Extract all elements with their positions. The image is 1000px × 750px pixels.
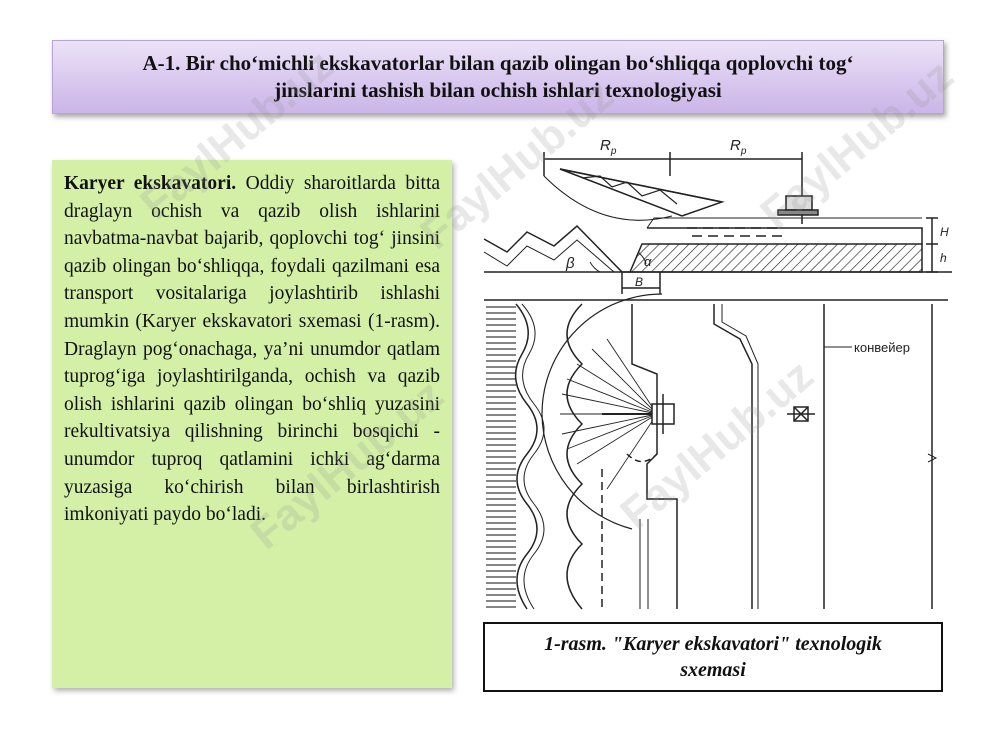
caption-line-2: sxemasi (680, 659, 746, 681)
label-h: h (940, 251, 947, 265)
label-conveyor: конвейер (854, 340, 910, 355)
title-line-2: jinslarini tashish bilan ochish ishlari … (274, 78, 722, 102)
label-alpha: α (644, 254, 652, 269)
excavator-scheme-figure: Rp Rp H h β α B (483, 137, 952, 610)
label-beta: β (565, 255, 575, 272)
caption-line-1: 1-rasm. "Karyer ekskavatori" texnologik (544, 633, 882, 655)
title-line-1: A-1. Bir cho‘michli ekskavatorlar bilan … (142, 51, 854, 75)
body-text-box: Karyer ekskavatori. Oddiy sharoitlarda b… (52, 160, 452, 688)
label-rp-left: Rp (600, 137, 617, 157)
cross-section-labels: Rp Rp H h β α B (565, 137, 949, 289)
label-H: H (940, 225, 949, 239)
plan-view (484, 293, 948, 610)
label-B: B (635, 275, 643, 289)
body-paragraph: Oddiy sharoitlarda bitta draglayn ochish… (64, 173, 441, 526)
figure-caption: 1-rasm. "Karyer ekskavatori" texnologik … (483, 622, 943, 692)
cross-section (483, 152, 952, 294)
slide-title: A-1. Bir cho‘michli ekskavatorlar bilan … (52, 40, 944, 114)
label-rp-right: Rp (730, 137, 747, 157)
body-lead: Karyer ekskavatori. (64, 173, 237, 194)
